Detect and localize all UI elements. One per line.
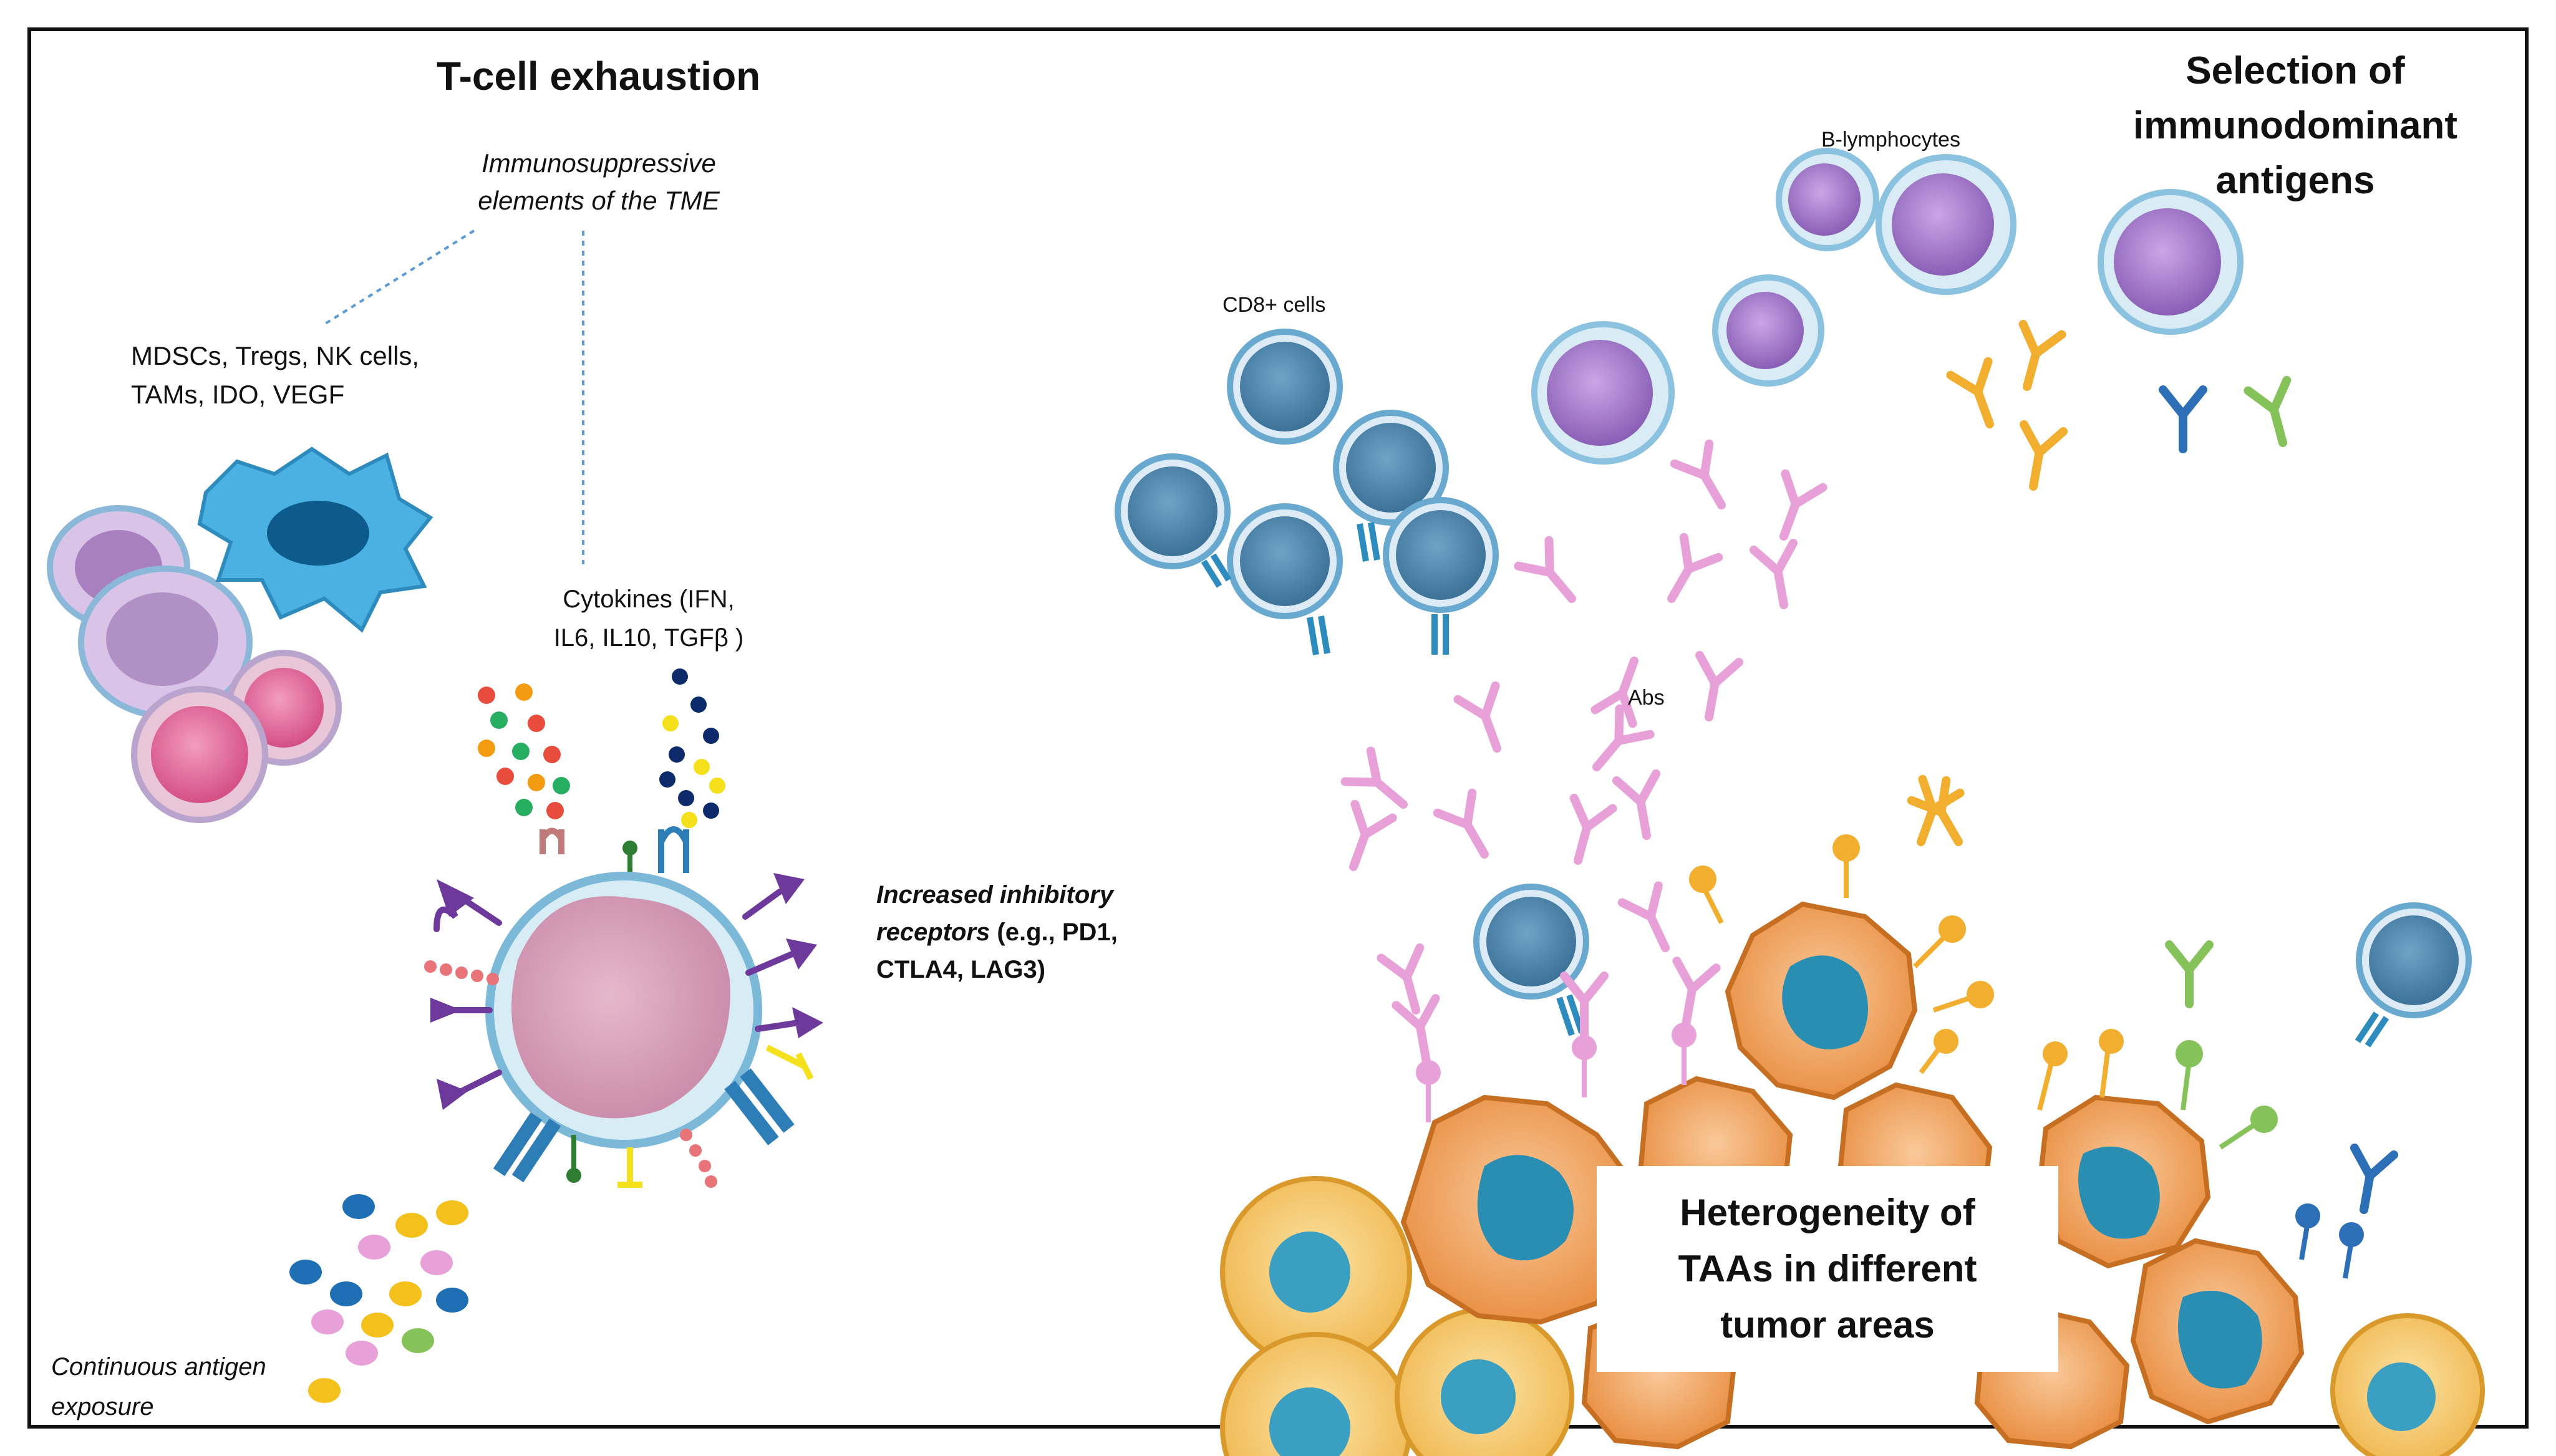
- inhibitory-receptors-note: Increased inhibitory receptors (e.g., PD…: [876, 876, 1118, 988]
- hetero-line1: Heterogeneity of: [1680, 1192, 1975, 1233]
- title-right-line2: immunodominant: [2132, 104, 2458, 147]
- mdsc-note-line1: MDSCs, Tregs, NK cells,: [131, 341, 420, 370]
- tme-note-line1: Immunosuppressive: [482, 148, 716, 178]
- title-selection-of-antigens: Selection of immunodominant antigens: [2114, 44, 2476, 208]
- exhausted-t-cell: [424, 826, 823, 1188]
- antigen-dots: [289, 1194, 468, 1403]
- antibodies-top: [1950, 324, 2302, 490]
- inhibitory-line1: Increased inhibitory: [876, 881, 1114, 909]
- heterogeneity-text: Heterogeneity of TAAs in different tumor…: [1603, 1185, 2052, 1353]
- cd8-cell-cluster: [1115, 329, 1499, 655]
- title-t-cell-exhaustion: T-cell exhaustion: [437, 54, 761, 99]
- antigen-line1: Continuous antigen: [51, 1353, 266, 1381]
- title-right-line3: antigens: [2215, 159, 2375, 202]
- mdsc-note-line2: TAMs, IDO, VEGF: [131, 380, 345, 409]
- suppressive-cell-cluster: [47, 446, 433, 823]
- b-lymphocytes-label: B-lymphocytes: [1821, 128, 1960, 152]
- hetero-line2: TAAs in different: [1678, 1248, 1977, 1290]
- inhibitory-line2-rest: (e.g., PD1,: [990, 918, 1118, 946]
- connector-line-mdsc: [323, 229, 475, 325]
- tumor-mass: [1220, 901, 2485, 1456]
- title-right-line1: Selection of: [2186, 49, 2405, 92]
- heterogeneity-box: Heterogeneity of TAAs in different tumor…: [1597, 1166, 2058, 1372]
- inhibitory-line2: receptors (e.g., PD1,: [876, 914, 1118, 951]
- cytokines-line2: IL6, IL10, TGFβ ): [553, 624, 744, 652]
- abs-label: Abs: [1628, 686, 1665, 710]
- tme-note-line2: elements of the TME: [478, 186, 720, 215]
- cytokines-note: Cytokines (IFN, IL6, IL10, TGFβ ): [511, 580, 786, 657]
- tumor-surface-antigens: [1416, 834, 2364, 1279]
- inhibitory-line3: CTLA4, LAG3): [876, 956, 1046, 983]
- inhibitory-line2-italic: receptors: [876, 918, 990, 946]
- cd8-cells-mid: [1473, 884, 2472, 1048]
- cytokines-line1: Cytokines (IFN,: [563, 586, 735, 613]
- mdsc-note: MDSCs, Tregs, NK cells, TAMs, IDO, VEGF: [131, 337, 419, 414]
- cytokine-dots: [478, 668, 725, 828]
- tme-note: Immunosuppressive elements of the TME: [424, 145, 773, 219]
- b-lymphocytes: [1531, 148, 2244, 465]
- cd8-cells-label: CD8+ cells: [1222, 293, 1326, 317]
- antigen-line2: exposure: [51, 1393, 154, 1420]
- hetero-line3: tumor areas: [1720, 1304, 1935, 1346]
- antigen-exposure-note: Continuous antigen exposure: [51, 1347, 266, 1427]
